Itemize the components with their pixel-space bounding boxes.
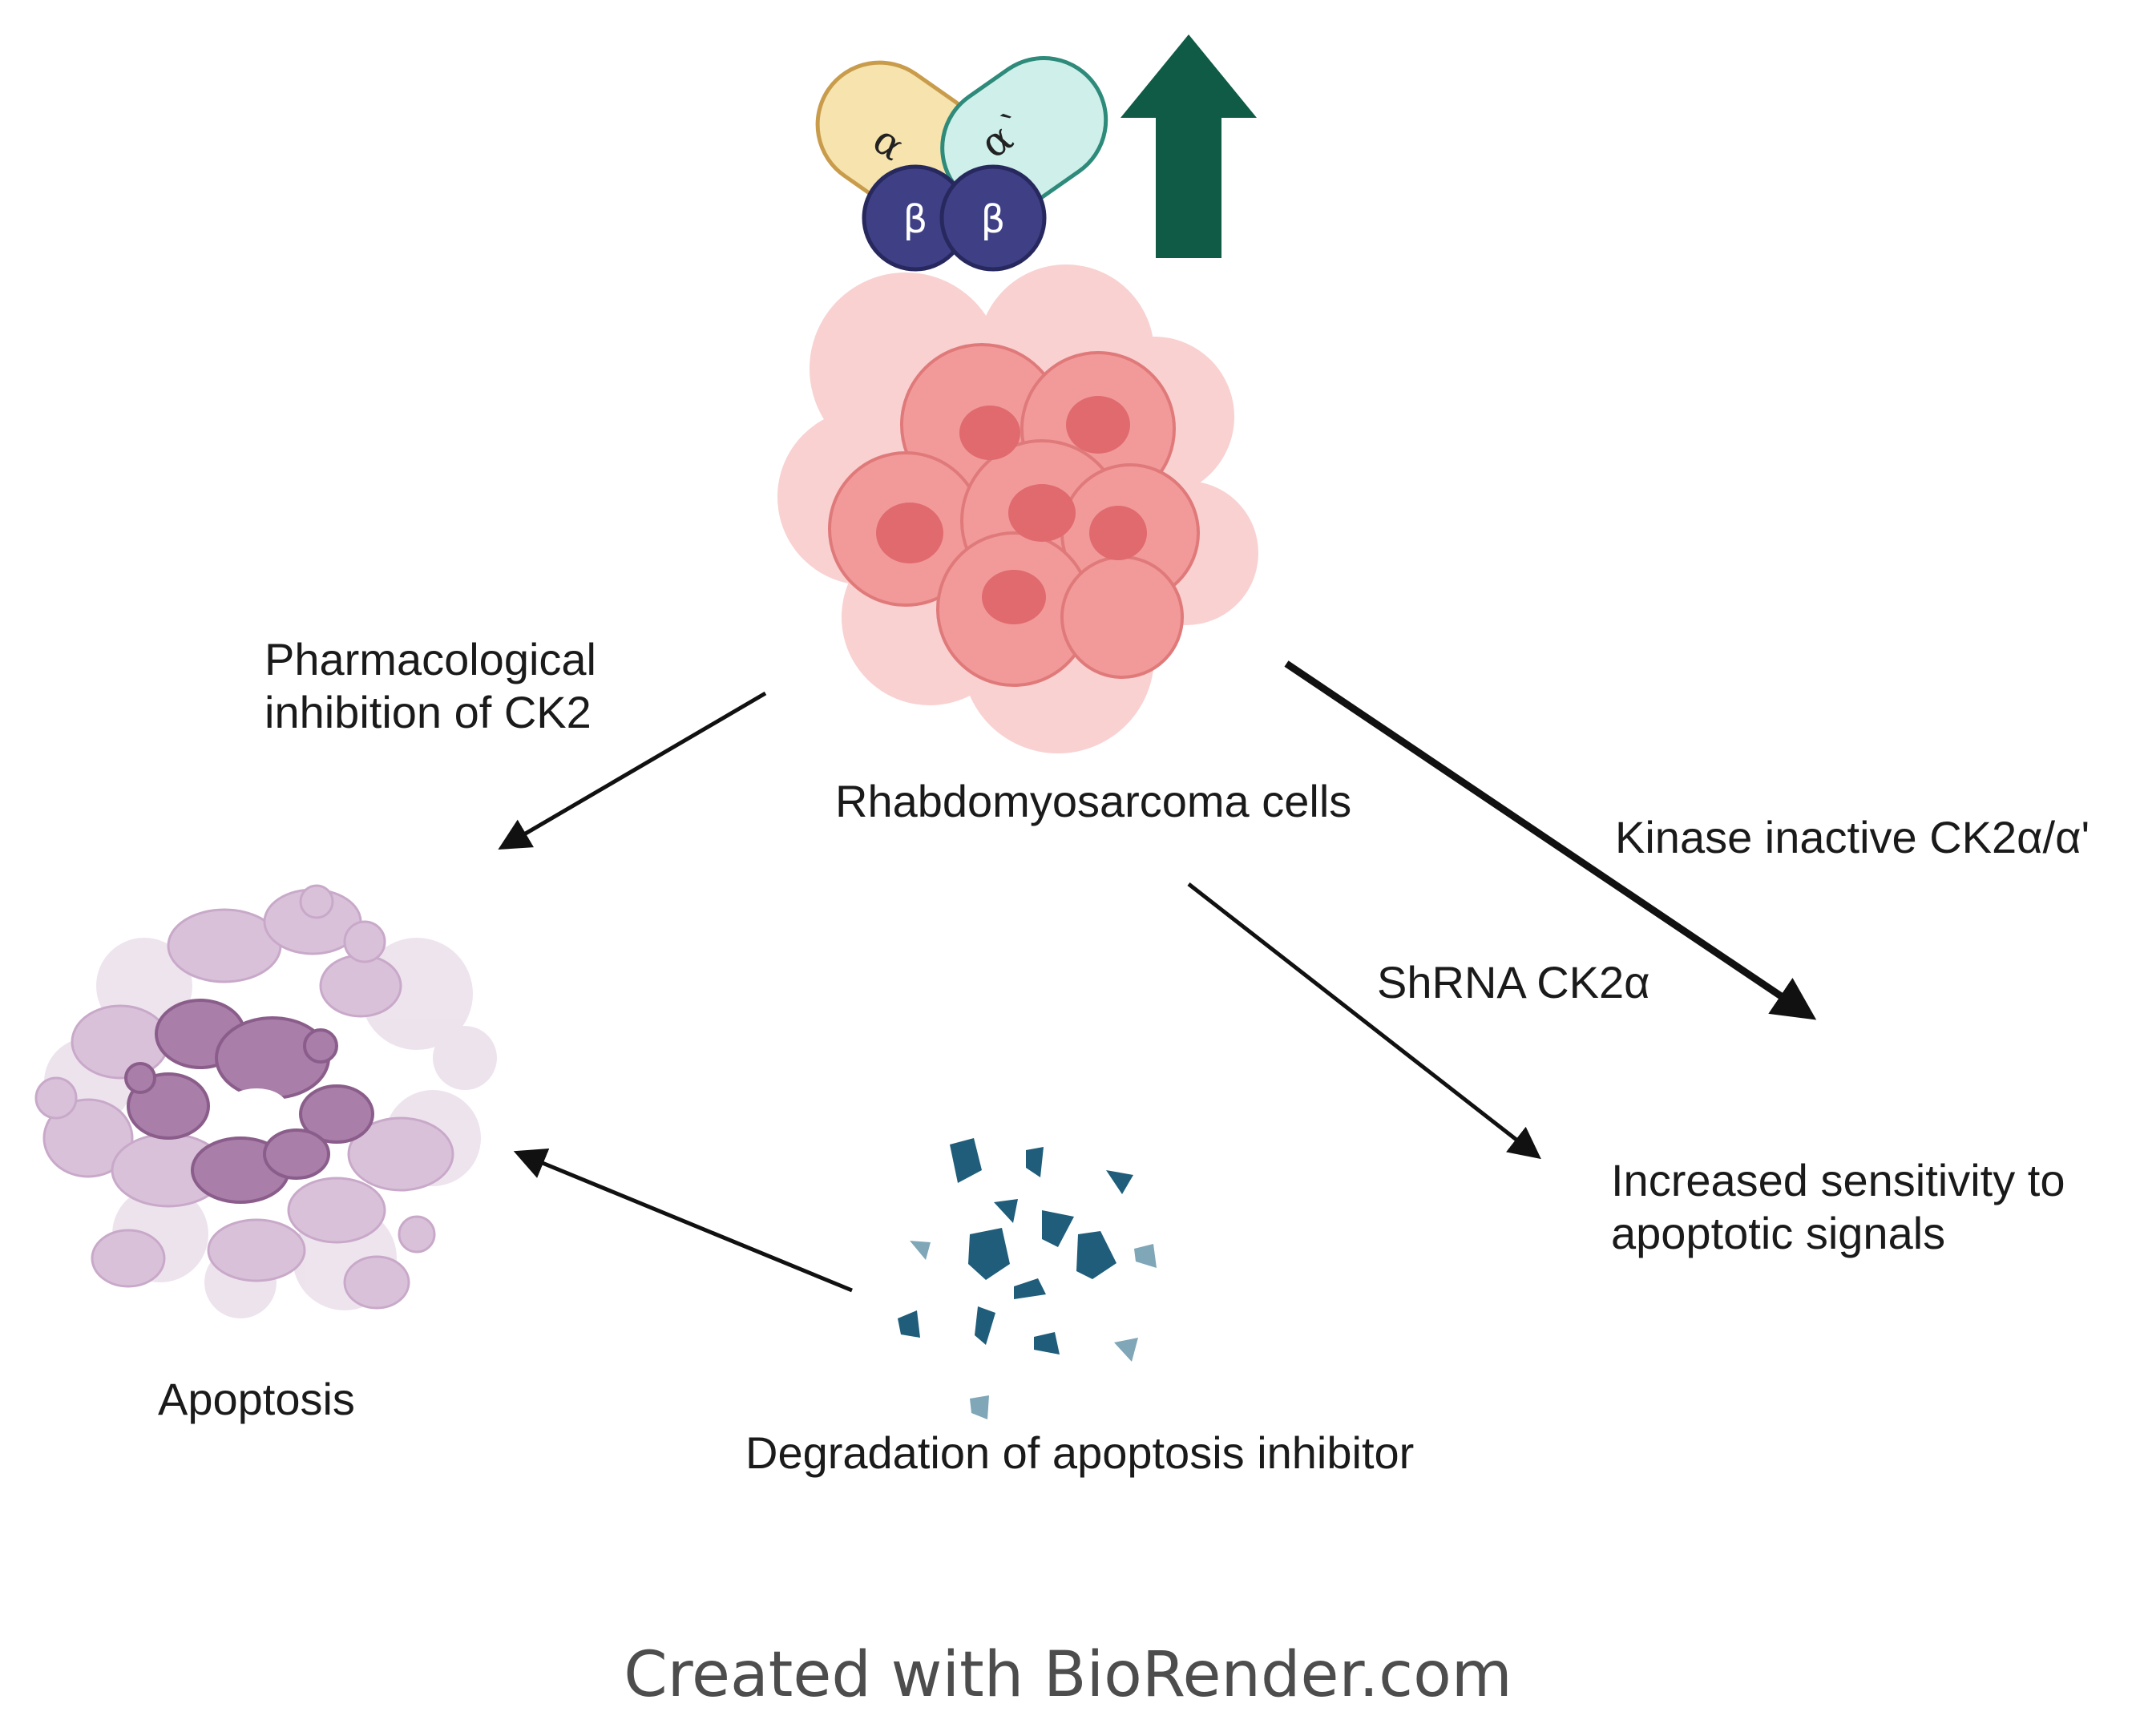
ck2-beta-subunit-right	[939, 164, 1047, 272]
biorender-credit: Created with BioRender.com	[624, 1639, 1512, 1711]
tumor-cell-cluster-icon	[777, 264, 1258, 753]
label-sensitivity: Increased sensitivity to apoptotic signa…	[1611, 1155, 2065, 1258]
label-apoptosis: Apoptosis	[158, 1374, 355, 1424]
label-degradation: Degradation of apoptosis inhibitor	[745, 1427, 1415, 1478]
label-shrna: ShRNA CK2α	[1377, 957, 1650, 1007]
apoptotic-cell-icon	[34, 884, 497, 1318]
up-arrow-icon	[1120, 34, 1257, 258]
ck2-beta-label-left: β	[903, 197, 928, 242]
label-rhabdomyosarcoma: Rhabdomyosarcoma cells	[835, 776, 1352, 826]
protein-fragments-icon	[898, 1138, 1157, 1419]
arrow-pharmacological	[498, 691, 767, 850]
label-kinase-inactive: Kinase inactive CK2α/α'	[1615, 812, 2090, 862]
arrow-kinase-inactive	[1284, 660, 1817, 1020]
ck2-holoenzyme-icon: α α` β β	[815, 56, 1108, 272]
arrow-degradation	[513, 1148, 853, 1293]
ck2-beta-label-right: β	[981, 197, 1006, 242]
arrow-shrna	[1187, 882, 1541, 1160]
label-pharmacological: Pharmacological inhibition of CK2	[264, 634, 596, 737]
